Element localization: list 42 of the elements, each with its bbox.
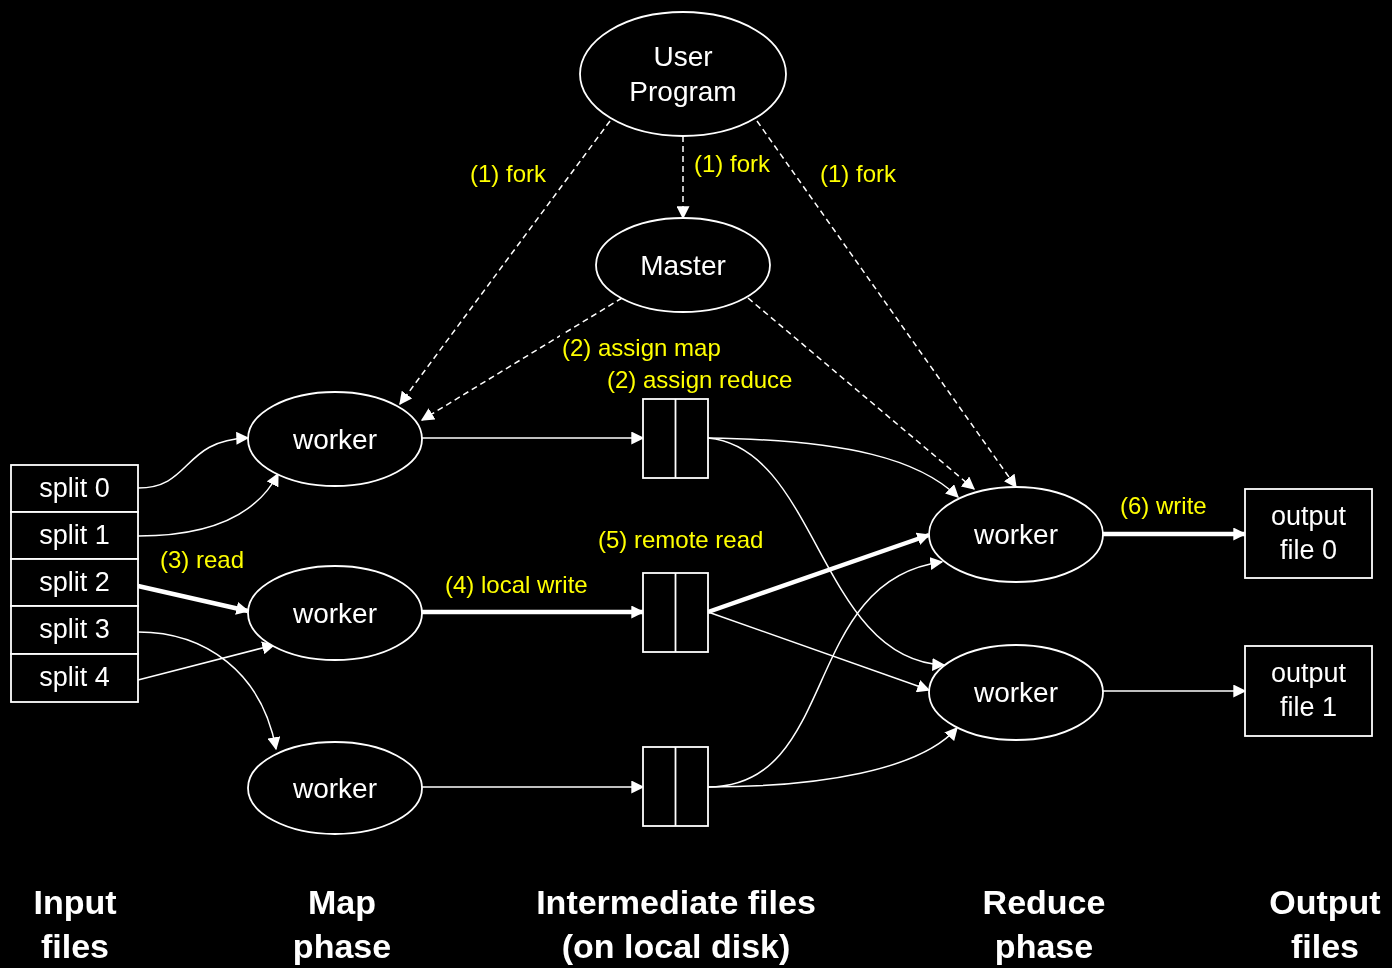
input-split-box <box>11 654 138 702</box>
node-label: worker <box>293 596 377 631</box>
node-label: output file 0 <box>1269 499 1348 567</box>
process-ellipse <box>248 392 422 486</box>
edge-label: (2) assign map <box>560 334 723 363</box>
node-label: Master <box>640 248 726 283</box>
dashed-arrow <box>756 120 1017 489</box>
input-split-box <box>11 606 138 654</box>
output-file-box <box>1245 489 1372 578</box>
input-split-box <box>11 465 138 512</box>
input-split-box <box>11 559 138 606</box>
file-box <box>643 399 708 478</box>
node-label: worker <box>293 771 377 806</box>
node-label: output file 1 <box>1269 657 1348 724</box>
node-label: split 2 <box>39 565 110 599</box>
output-file-box <box>1245 646 1372 736</box>
node-label: split 1 <box>39 518 110 552</box>
process-ellipse <box>929 487 1103 582</box>
node-label: split 3 <box>39 613 110 647</box>
dashed-arrow <box>420 297 623 421</box>
dashed-arrow <box>747 297 975 490</box>
process-ellipse <box>248 566 422 660</box>
process-ellipse <box>580 12 786 136</box>
column-heading: Intermediate files (on local disk) <box>535 882 817 968</box>
column-heading: Reduce phase <box>981 882 1107 968</box>
column-heading: Input files <box>32 882 118 968</box>
node-label: worker <box>974 518 1058 552</box>
dashed-arrow <box>676 135 690 220</box>
column-heading: Map phase <box>291 882 393 968</box>
file-box <box>643 573 708 652</box>
file-box <box>643 747 708 826</box>
node-label: worker <box>974 676 1058 710</box>
process-ellipse <box>929 645 1103 740</box>
dashed-arrow <box>399 120 611 406</box>
input-split-box <box>11 512 138 559</box>
process-ellipse <box>596 218 770 312</box>
column-heading: Output files <box>1268 882 1382 968</box>
node-label: User Program <box>628 40 738 109</box>
process-ellipse <box>248 742 422 834</box>
node-label: split 4 <box>39 661 110 695</box>
node-label: worker <box>293 422 377 457</box>
node-label: split 0 <box>39 471 110 505</box>
